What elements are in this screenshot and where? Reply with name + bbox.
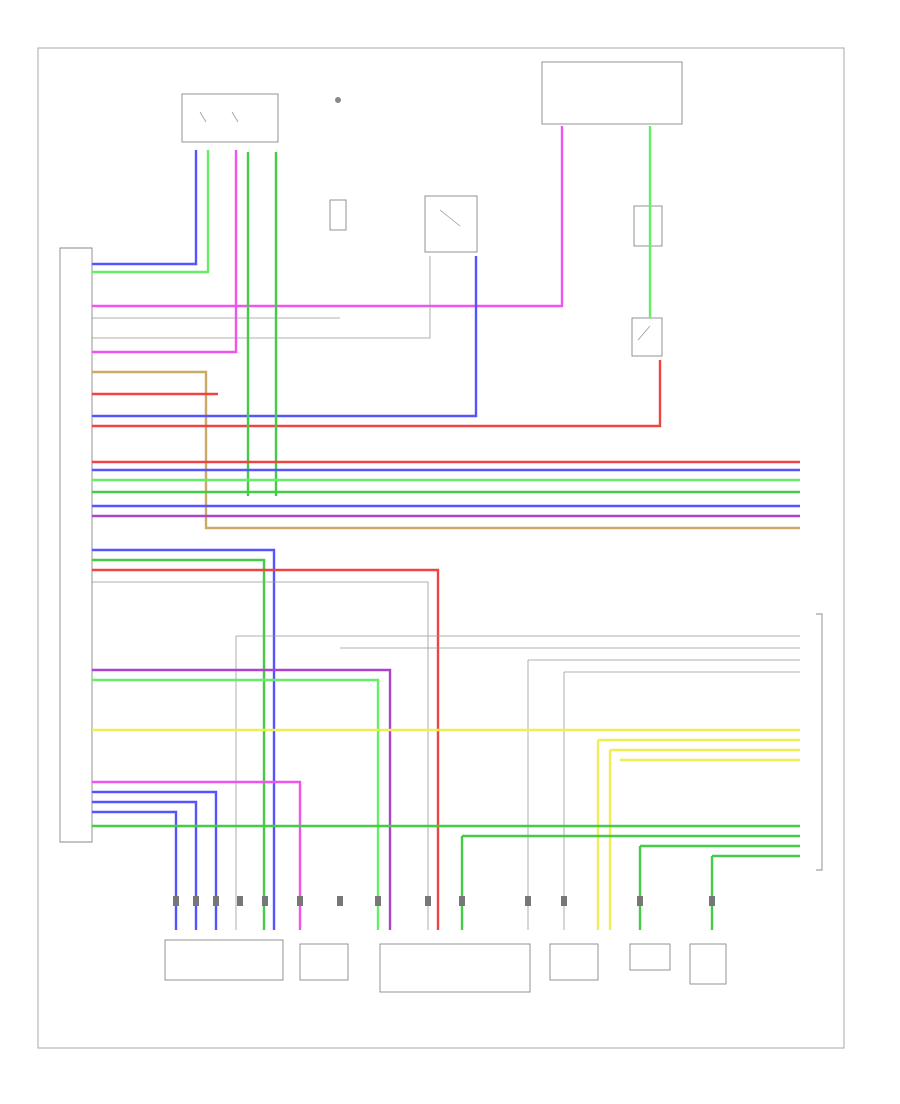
component-4wd-switch-a: [299, 943, 349, 981]
ecm-module: [59, 247, 93, 843]
component-ignition-switch: [424, 195, 478, 253]
component-fuse-box-top-right: [541, 61, 683, 125]
connector-pins: [173, 896, 715, 906]
diagram-frame: [37, 47, 845, 1049]
component-transfer-shift-actuator: [164, 939, 284, 981]
wire-group-bus: [92, 460, 800, 518]
component-fuse-1: [329, 97, 347, 231]
wire-group-top: [92, 126, 800, 530]
component-left-junction-block: [181, 93, 279, 143]
wire-group-bottom: [92, 780, 800, 930]
component-4wd-actuator: [379, 943, 531, 993]
right-connector-bracket: [816, 613, 823, 871]
component-speed-sensor: [689, 943, 727, 985]
component-mid-connector-right: [633, 205, 663, 247]
component-transfer-switch: [629, 943, 671, 971]
component-4wd-switch-b: [549, 943, 599, 981]
component-relay-right: [631, 317, 663, 357]
wire-group-middle: [92, 548, 800, 930]
